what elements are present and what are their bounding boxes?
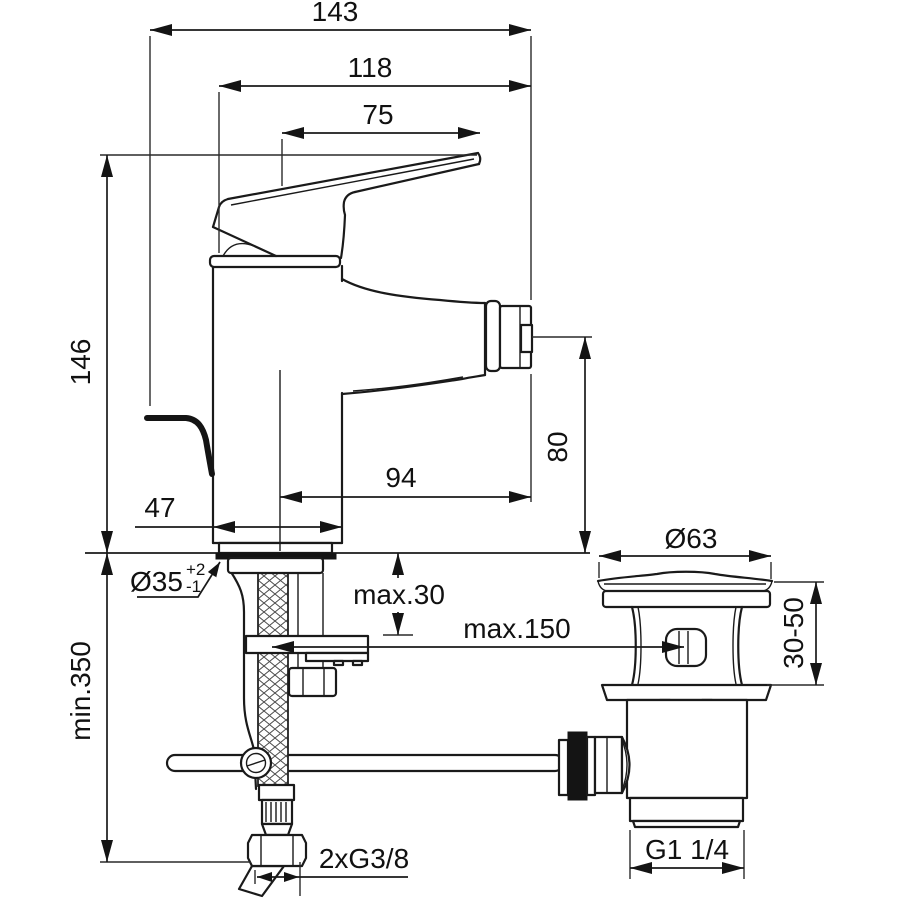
dim-d63: Ø63 (598, 523, 772, 579)
supply-hose (257, 571, 289, 787)
dim-75-label: 75 (362, 99, 393, 130)
spout (340, 277, 487, 396)
dim-118: 118 (218, 52, 531, 253)
dim-94-label: 94 (385, 462, 416, 493)
dim-94: 94 (279, 370, 531, 551)
dim-d63-label: Ø63 (665, 523, 718, 554)
hose-nut (246, 833, 308, 868)
outlet-nub (519, 323, 534, 354)
dim-118-label: 118 (348, 52, 393, 83)
dim-min350: min.350 (65, 553, 251, 863)
ball-joint (239, 746, 273, 780)
dim-80: 80 (532, 336, 592, 553)
waste-assembly (596, 570, 774, 829)
dim-max30-label: max.30 (353, 579, 445, 610)
dim-2xg38-label: 2xG3/8 (319, 843, 409, 874)
cartridge-dome (222, 242, 255, 257)
dim-max150: max.150 (272, 613, 684, 653)
waste-plug-cap (596, 570, 774, 592)
dim-d35-tol-plus: +2 (186, 560, 205, 579)
popup-control-knob (144, 415, 215, 477)
aerator (484, 299, 534, 373)
rod-coupler (557, 731, 631, 801)
coupler-knurl (567, 731, 588, 801)
under-deck-flange (226, 556, 325, 575)
dim-146: 146 (65, 154, 477, 553)
faucet-body (211, 264, 344, 575)
dim-30-50-label: 30-50 (778, 597, 809, 669)
dim-g114: G1 1/4 (629, 830, 745, 879)
dim-g114-label: G1 1/4 (645, 834, 729, 865)
dim-146-label: 146 (65, 339, 96, 386)
dim-d35-label: Ø35 (130, 566, 183, 597)
dim-47: 47 (135, 492, 342, 533)
popup-rod-vertical (229, 570, 258, 791)
dim-47-label: 47 (144, 492, 175, 523)
dim-2xg38: 2xG3/8 (254, 843, 409, 896)
hose-end-fitting (237, 783, 308, 898)
dim-143-label: 143 (312, 0, 359, 27)
coupler-bulge (620, 735, 631, 795)
dim-d35-tol-minus: -1 (186, 577, 201, 596)
dim-hole-diameter: Ø35 +2 -1 (130, 560, 221, 598)
handle-lever (211, 151, 482, 260)
waste-lower-flange (600, 683, 773, 702)
horizontal-popup-rod (165, 753, 565, 773)
dim-75: 75 (281, 99, 480, 186)
dim-min350-label: min.350 (65, 641, 96, 741)
dim-max30: max.30 (353, 553, 445, 636)
dim-143: 143 (149, 0, 532, 502)
mounting-nut (287, 666, 338, 698)
dim-30-50: 30-50 (767, 581, 824, 686)
waste-upper-body (630, 605, 744, 687)
waste-top-flange (601, 589, 772, 609)
dim-max150-label: max.150 (463, 613, 570, 644)
waste-lower-body (625, 698, 749, 800)
dim-80-label: 80 (542, 431, 573, 462)
waste-outlet-thread (628, 796, 745, 823)
